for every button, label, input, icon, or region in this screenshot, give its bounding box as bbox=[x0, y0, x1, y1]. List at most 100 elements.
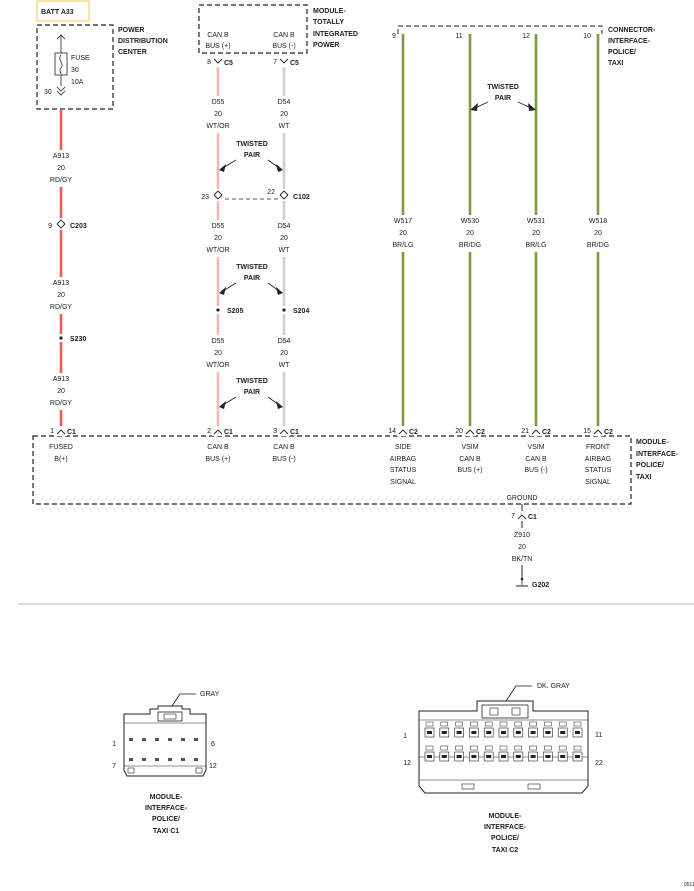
pin-side-airbag-4: SIGNAL bbox=[390, 479, 416, 486]
c2-cavity-latch bbox=[425, 721, 434, 727]
connector-c2-20-chevron bbox=[465, 429, 475, 435]
connector-c1-7-name: C1 bbox=[528, 514, 537, 521]
twisted-pair-4-label-2: PAIR bbox=[495, 95, 511, 102]
connector-c1-1-name: C1 bbox=[67, 429, 76, 436]
label-d55-3-line-3: WT/OR bbox=[206, 362, 229, 369]
c2-pin-12: 12 bbox=[403, 760, 411, 767]
c2-caption-4: TAXI C2 bbox=[492, 847, 518, 854]
connector-c5-b-name: C5 bbox=[290, 60, 299, 67]
connector-c102-b-bg bbox=[278, 189, 290, 201]
connector-c203-pin: 9 bbox=[48, 223, 52, 230]
mip-label-4: TAXI bbox=[636, 474, 651, 481]
connector-c102-b-chevron-top bbox=[279, 190, 289, 196]
mtip-pin-minus-2: BUS (-) bbox=[272, 43, 295, 50]
mtip-pin-minus-1: CAN B bbox=[273, 32, 295, 39]
ground-label: GROUND bbox=[506, 495, 537, 502]
connector-c1-3-chevron bbox=[279, 429, 289, 435]
label-a913-1-line-3: RD/GY bbox=[50, 177, 73, 184]
c2-pin-11: 11 bbox=[595, 732, 602, 739]
label-a913-3-bg bbox=[44, 373, 78, 410]
mip-label-1: MODULE- bbox=[636, 439, 669, 446]
c1-cavity bbox=[129, 738, 133, 741]
pdc-label-3: CENTER bbox=[118, 49, 147, 56]
twisted-pair-3-arrow-a bbox=[219, 401, 226, 409]
c2-cavity-latch bbox=[440, 721, 449, 727]
c2-cavity-latch bbox=[529, 745, 537, 751]
fuse-label: FUSE bbox=[71, 55, 90, 62]
c2-cavity-pin bbox=[560, 731, 566, 734]
label-w518-bg bbox=[581, 215, 615, 252]
label-z910-line-1: Z910 bbox=[514, 532, 530, 539]
pin-vsim-minus-2: CAN B bbox=[525, 456, 547, 463]
mtip-box bbox=[198, 4, 308, 54]
splice-s204-label: S204 bbox=[293, 308, 309, 315]
c1-cavity bbox=[129, 758, 133, 761]
label-d55-3-line-2: 20 bbox=[214, 350, 222, 357]
label-d54-1-line-2: 20 bbox=[280, 111, 288, 118]
splice-s205-label: S205 bbox=[227, 308, 243, 315]
c2-cavity-latch bbox=[529, 721, 537, 727]
c2-cavity-pin bbox=[575, 755, 580, 758]
c2-cavity-pin bbox=[530, 731, 536, 734]
connector-c203-chevron-top bbox=[56, 219, 66, 225]
c1-cavity bbox=[181, 758, 185, 761]
twisted-pair-1-label-2: PAIR bbox=[244, 152, 260, 159]
connector-c1-7-chevron bbox=[517, 514, 527, 520]
pin-front-airbag-1: FRONT bbox=[586, 444, 611, 451]
label-z910-line-2: 20 bbox=[518, 544, 526, 551]
pin-fused-2: B(+) bbox=[54, 456, 67, 463]
connector-c102-a-chevron-top bbox=[213, 190, 223, 196]
c2-cavity-latch bbox=[455, 745, 463, 751]
ci-pin-12: 12 bbox=[522, 33, 530, 40]
c2-cavity-pin bbox=[575, 731, 580, 734]
twisted-pair-4-arrow-b bbox=[528, 103, 536, 111]
pin-canb-minus-1: CAN B bbox=[273, 444, 295, 451]
conn-interface-label-4: TAXI bbox=[608, 60, 623, 67]
c2-cavity-pin bbox=[427, 731, 432, 734]
connector-c1-1-bg bbox=[55, 426, 67, 436]
label-w531-line-1: W531 bbox=[527, 218, 545, 225]
connector-c102-a-pin: 23 bbox=[201, 194, 209, 201]
c2-cavity-latch bbox=[484, 721, 493, 727]
label-z910-line-3: BK/TN bbox=[512, 556, 533, 563]
label-d55-1-line-1: D55 bbox=[212, 99, 225, 106]
connector-c5-b-chevron bbox=[279, 58, 289, 64]
label-a913-1-line-1: A913 bbox=[53, 153, 69, 160]
pin-front-airbag-2: AIRBAG bbox=[585, 456, 611, 463]
connector-view-c2 bbox=[418, 685, 589, 794]
ci-pin-9: 9 bbox=[392, 33, 396, 40]
label-w531-bg bbox=[519, 215, 553, 252]
label-a913-3-line-3: RD/GY bbox=[50, 400, 73, 407]
connector-c2-21-chevron bbox=[531, 429, 541, 435]
c1-cavity bbox=[155, 738, 159, 741]
connector-c102-a-chevron-bottom bbox=[213, 194, 223, 200]
label-d55-1-line-3: WT/OR bbox=[206, 123, 229, 130]
c1-pin-1: 1 bbox=[112, 741, 116, 748]
conn-interface-label-2: INTERFACE- bbox=[608, 38, 651, 45]
c2-cavity-latch bbox=[425, 745, 434, 751]
twisted-pair-4-label-1: TWISTED bbox=[487, 84, 519, 91]
connector-c1-1-chevron bbox=[56, 429, 66, 435]
label-d54-2-line-1: D54 bbox=[278, 223, 291, 230]
connector-c203-bg bbox=[55, 218, 67, 230]
c1-cavity bbox=[142, 738, 146, 741]
label-d54-1-line-1: D54 bbox=[278, 99, 291, 106]
c2-cavity-pin bbox=[456, 755, 462, 758]
twisted-pair-2-arrow-b bbox=[276, 287, 283, 295]
mip-label-2: INTERFACE- bbox=[636, 451, 679, 458]
label-d54-2-line-3: WT bbox=[279, 247, 291, 254]
c2-pin-22: 22 bbox=[595, 760, 603, 767]
c1-caption-2: INTERFACE- bbox=[145, 805, 188, 812]
c2-cavity-pin bbox=[486, 731, 492, 734]
connector-c5-b-bg bbox=[278, 57, 290, 67]
c2-cavity-pin bbox=[545, 755, 551, 758]
c1-pin-7: 7 bbox=[112, 763, 116, 770]
label-a913-2-line-3: RD/GY bbox=[50, 304, 73, 311]
c1-caption-1: MODULE- bbox=[150, 794, 183, 801]
connector-c2-14-chevron bbox=[398, 429, 408, 435]
c2-caption-1: MODULE- bbox=[489, 813, 522, 820]
pin-side-airbag-1: SIDE bbox=[395, 444, 412, 451]
label-a913-3-line-2: 20 bbox=[57, 388, 65, 395]
mtip-pin-plus-1: CAN B bbox=[207, 32, 229, 39]
connector-c1-3-pin: 3 bbox=[273, 428, 277, 435]
